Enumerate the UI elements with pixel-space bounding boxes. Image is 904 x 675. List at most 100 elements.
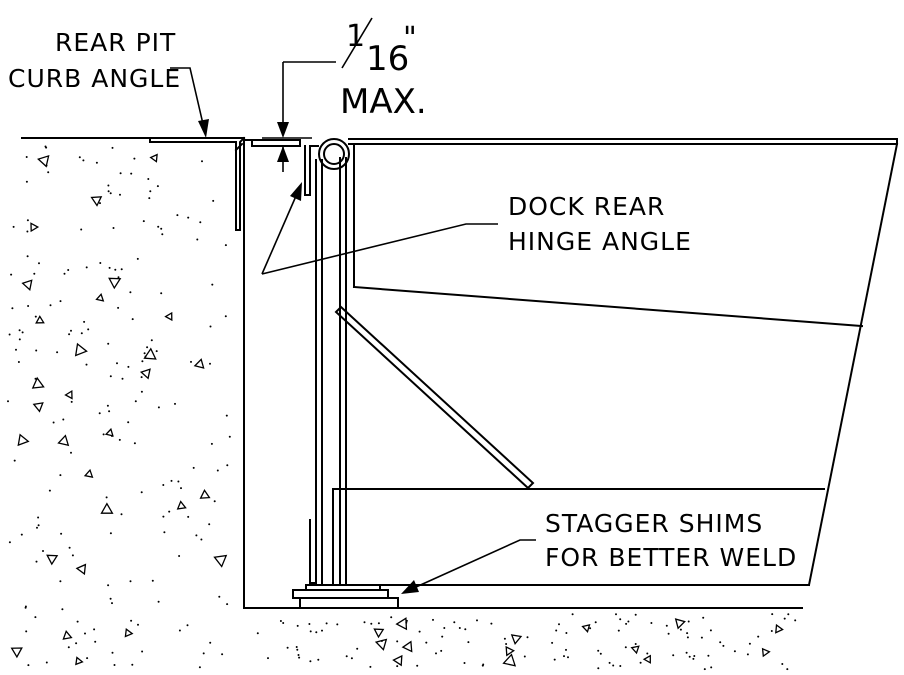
aggregate-dot (463, 662, 466, 664)
aggregate-stone (505, 645, 515, 657)
aggregate-dot (503, 637, 506, 640)
aggregate-dot (18, 338, 21, 341)
aggregate-dot (157, 406, 160, 409)
aggregate-stone (108, 277, 122, 290)
aggregate-dot (26, 230, 29, 233)
aggregate-dot (109, 532, 112, 535)
aggregate-dot (134, 400, 137, 403)
aggregate-dot (296, 624, 299, 627)
aggregate-dot (60, 532, 63, 535)
aggregate-dot (286, 646, 289, 649)
aggregate-dot (396, 640, 399, 643)
aggregate-dot (161, 233, 164, 236)
aggregate-dot (93, 628, 96, 631)
aggregate-dot (722, 644, 725, 647)
aggregate-dot (218, 595, 221, 598)
aggregate-dot (425, 641, 428, 644)
aggregate-stone (32, 402, 44, 413)
aggregate-dot (162, 515, 165, 518)
aggregate-dot (646, 652, 649, 655)
aggregate-stone (510, 634, 523, 645)
aggregate-dot (42, 550, 44, 552)
aggregate-dot (481, 664, 484, 667)
aggregate-dot (369, 665, 372, 668)
aggregate-dot (59, 474, 62, 477)
aggregate-dot (141, 650, 144, 653)
aggregate-dot (702, 616, 705, 619)
aggregate-dot (710, 666, 713, 669)
aggregate-dot (8, 333, 11, 336)
aggregate-dot (68, 546, 71, 549)
hinge-label-line1: DOCK REAR (508, 192, 665, 221)
aggregate-stone (193, 358, 205, 369)
aggregate-dot (195, 534, 198, 537)
aggregate-dot (118, 438, 121, 441)
aggregate-dot (625, 622, 628, 625)
aggregate-dot (619, 618, 622, 621)
aggregate-dot (226, 464, 229, 467)
aggregate-stone (502, 653, 517, 667)
aggregate-dot (107, 584, 110, 587)
aggregate-dot (599, 652, 602, 655)
aggregate-dot (10, 273, 13, 276)
aggregate-dot (770, 630, 773, 632)
aggregate-dot (298, 656, 301, 659)
aggregate-dot (201, 160, 203, 163)
aggregate-stone (90, 196, 103, 207)
aggregate-dot (37, 524, 40, 527)
dock-deck-plate (348, 138, 898, 328)
aggregate-dot (213, 500, 216, 503)
aggregate-dot (688, 655, 691, 658)
aggregate-dot (25, 630, 28, 633)
aggregate-dot (686, 636, 689, 639)
aggregate-dot (130, 172, 133, 175)
gap-denominator: 16 (366, 39, 409, 79)
aggregate-dot (108, 266, 111, 269)
aggregate-dot (76, 620, 79, 623)
aggregate-dot (99, 202, 101, 205)
aggregate-dot (212, 199, 215, 202)
aggregate-stone (64, 389, 73, 400)
aggregate-dot (619, 665, 622, 667)
aggregate-dot (142, 220, 145, 223)
aggregate-dot (210, 442, 213, 445)
aggregate-stone (392, 654, 403, 667)
aggregate-stone (642, 654, 651, 664)
aggregate-dot (151, 579, 154, 582)
aggregate-dot (24, 606, 27, 609)
curb-angle-callout: REAR PIT CURB ANGLE (8, 28, 209, 138)
aggregate-dot (192, 466, 195, 469)
aggregate-dot (7, 400, 9, 403)
aggregate-dot (634, 643, 637, 645)
aggregate-dot (746, 653, 749, 656)
aggregate-dot (15, 348, 17, 351)
aggregate-dot (80, 228, 83, 231)
aggregate-dot (315, 631, 318, 634)
aggregate-dot (526, 636, 529, 639)
aggregate-dot (59, 300, 62, 303)
aggregate-dot (440, 649, 443, 652)
aggregate-dot (78, 156, 81, 159)
aggregate-dot (8, 541, 11, 544)
aggregate-dot (627, 620, 630, 623)
aggregate-stone (75, 656, 84, 666)
aggregate-dot (612, 664, 615, 667)
aggregate-dot (209, 362, 211, 365)
aggregate-dot (679, 628, 682, 631)
aggregate-dot (156, 185, 159, 188)
aggregate-dot (143, 352, 146, 355)
aggregate-dot (608, 661, 611, 664)
aggregate-dot (377, 622, 380, 625)
aggregate-stone (164, 311, 173, 322)
aggregate-dot (170, 479, 173, 482)
aggregate-dot (48, 489, 51, 492)
dock-rear-hinge-angle (245, 139, 319, 196)
aggregate-dot (571, 613, 574, 616)
aggregate-dot (155, 350, 158, 353)
aggregate-stone (213, 554, 228, 568)
aggregate-dot (160, 227, 163, 230)
aggregate-dot (34, 616, 37, 619)
aggregate-dot (597, 649, 600, 652)
aggregate-dot (163, 531, 166, 534)
aggregate-stone (373, 628, 385, 639)
